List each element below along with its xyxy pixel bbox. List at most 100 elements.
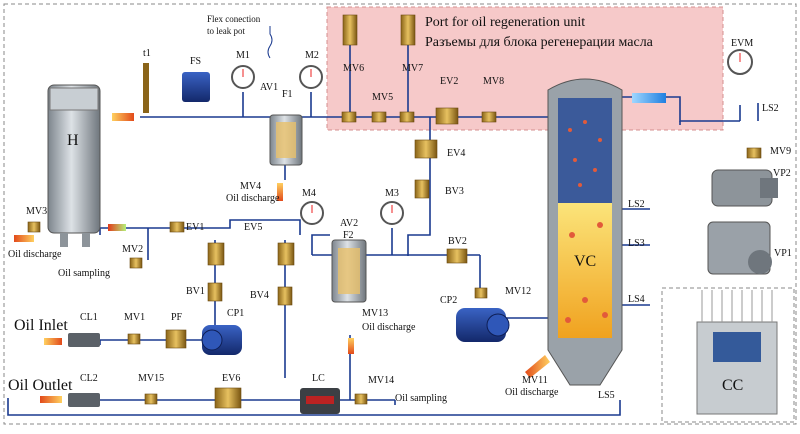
label-LS5: LS5 [598, 390, 615, 401]
valve-MV14 [354, 393, 368, 405]
label-F1: F1 [282, 89, 293, 100]
vacuum-pump-VP1[interactable] [707, 221, 772, 275]
label-MV6: MV6 [343, 63, 364, 74]
label-MV1: MV1 [124, 312, 145, 323]
label-LS3: LS3 [628, 238, 645, 249]
port-title-ru: Разъемы для блока регенерации масла [425, 35, 654, 50]
flow-arrow-vacuum [632, 93, 666, 103]
valve-MV6-base [341, 111, 357, 123]
label-VP1: VP1 [774, 248, 792, 259]
label-F2: F2 [343, 230, 354, 241]
coupling-CL1[interactable] [68, 333, 100, 347]
valve-MV15 [144, 393, 158, 405]
thermometer-t1 [143, 63, 149, 113]
label-CL2: CL2 [80, 373, 98, 384]
valve-MV5 [371, 111, 387, 123]
valve-BV2 [446, 248, 468, 264]
label-M3: M3 [385, 188, 399, 199]
gauge-M4 [300, 201, 324, 225]
label-LS2-top: LS2 [762, 103, 779, 114]
label-MV5: MV5 [372, 92, 393, 103]
valve-MV7-base [399, 111, 415, 123]
gauge-EVM [727, 49, 753, 75]
label-oil-sampling-1: Oil sampling [58, 268, 110, 279]
dashed-frame [3, 3, 797, 425]
flow-arrow-mv11 [525, 355, 550, 378]
flow-arrow-mv4 [277, 183, 283, 201]
valve-MV9 [746, 147, 762, 159]
label-AV1: AV1 [260, 82, 278, 93]
flow-arrow-outlet [40, 396, 62, 403]
filter-F2[interactable] [331, 239, 367, 303]
cc-box [661, 287, 795, 423]
valve-BV4 [277, 286, 293, 306]
label-EV6: EV6 [222, 373, 240, 384]
flow-switch-FS[interactable] [182, 72, 210, 102]
label-MV11: MV11 [522, 375, 548, 386]
label-CP2: CP2 [440, 295, 457, 306]
valve-EV5 [277, 242, 295, 266]
label-oil-discharge-1: Oil discharge [8, 249, 62, 260]
counter-display [306, 396, 334, 404]
pump-CP1[interactable] [201, 325, 242, 355]
flow-arrow-inlet [44, 338, 62, 345]
label-BV3: BV3 [445, 186, 464, 197]
label-EVM: EVM [731, 38, 753, 49]
label-MV13: MV13 [362, 308, 388, 319]
valves[interactable] [27, 14, 762, 409]
label-PF: PF [171, 312, 183, 323]
gauge-M2 [299, 65, 323, 89]
label-EV1: EV1 [186, 222, 204, 233]
pump-CP2[interactable] [456, 308, 510, 342]
label-MV9: MV9 [770, 146, 791, 157]
flow-arrow-heater [112, 113, 134, 121]
label-CC: CC [722, 377, 743, 394]
label-to-leak: to leak pot [207, 26, 245, 36]
valve-MV12 [474, 287, 488, 299]
label-M1: M1 [236, 50, 250, 61]
valve-MV7 [400, 14, 416, 46]
label-EV5: EV5 [244, 222, 262, 233]
label-BV1: BV1 [186, 286, 205, 297]
label-MV15: MV15 [138, 373, 164, 384]
label-CL1: CL1 [80, 312, 98, 323]
label-t1: t1 [143, 48, 151, 59]
valve-EV6 [214, 387, 242, 409]
label-H: H [67, 132, 79, 149]
label-MV2: MV2 [122, 244, 143, 255]
valve-EV1 [207, 242, 225, 266]
valve-EV4 [414, 139, 438, 159]
label-LS2-mid: LS2 [628, 199, 645, 210]
label-VC: VC [574, 253, 596, 270]
flow-arrow-discharge-1 [14, 235, 34, 242]
strainer-PF [165, 329, 187, 349]
port-box [326, 6, 724, 131]
valve-BV1 [207, 282, 223, 302]
label-EV4: EV4 [447, 148, 465, 159]
label-M2: M2 [305, 50, 319, 61]
valve-MV1 [127, 333, 141, 345]
label-oil-discharge-2: Oil discharge [226, 193, 280, 204]
label-MV12: MV12 [505, 286, 531, 297]
valve-MV8 [481, 111, 497, 123]
coupling-CL2[interactable] [68, 393, 100, 407]
valve-BV3 [414, 179, 430, 199]
label-MV3: MV3 [26, 206, 47, 217]
flex-connection [267, 26, 273, 59]
port-title-en: Port for oil regeneration unit [425, 15, 585, 30]
vacuum-pump-VP2[interactable] [711, 169, 778, 207]
label-oil-sampling-2: Oil sampling [395, 393, 447, 404]
label-BV4: BV4 [250, 290, 269, 301]
label-BV2: BV2 [448, 236, 467, 247]
label-oil-discharge-3: Oil discharge [362, 322, 416, 333]
label-AV2: AV2 [340, 218, 358, 229]
valve-MV2-top [169, 221, 185, 233]
vacuum-column-VC[interactable]: VC [547, 78, 623, 386]
valve-MV3 [27, 221, 41, 233]
control-cabinet-CC[interactable]: CC [696, 290, 778, 415]
heater-H[interactable]: H [47, 84, 101, 247]
filter-F1[interactable] [269, 114, 303, 166]
flow-arrow-mv13 [348, 338, 354, 354]
